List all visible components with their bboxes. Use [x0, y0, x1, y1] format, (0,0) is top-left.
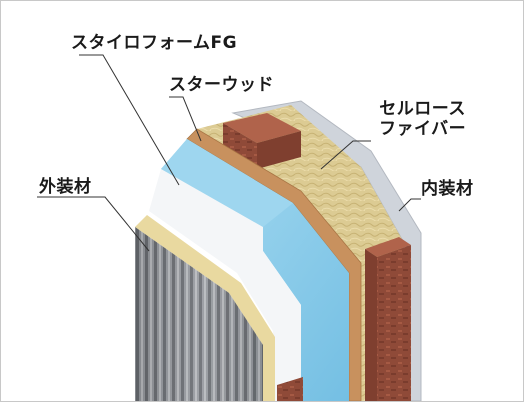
label-styrofoam-fg: スタイロフォームFG [71, 33, 238, 53]
label-cellulose-fiber: セルロース ファイバー [379, 99, 466, 139]
leader-starwood [169, 96, 202, 142]
leader-lines [37, 54, 421, 252]
cellulose-fiber-layer [197, 105, 403, 401]
air-gap-layer [149, 169, 301, 401]
bottom-stud [277, 377, 303, 401]
label-interior-material: 内装材 [421, 179, 474, 199]
leader-styrofoam [79, 54, 180, 186]
leader-exterior [37, 196, 150, 252]
label-cellulose-line1: セルロース [379, 99, 466, 119]
leader-cellulose [320, 140, 371, 170]
label-star-wood: スターウッド [169, 75, 274, 95]
top-stud [223, 113, 301, 143]
right-stud [365, 237, 411, 257]
label-cellulose-line2: ファイバー [379, 119, 467, 139]
leader-interior [398, 198, 421, 212]
label-exterior-material: 外装材 [39, 177, 92, 197]
